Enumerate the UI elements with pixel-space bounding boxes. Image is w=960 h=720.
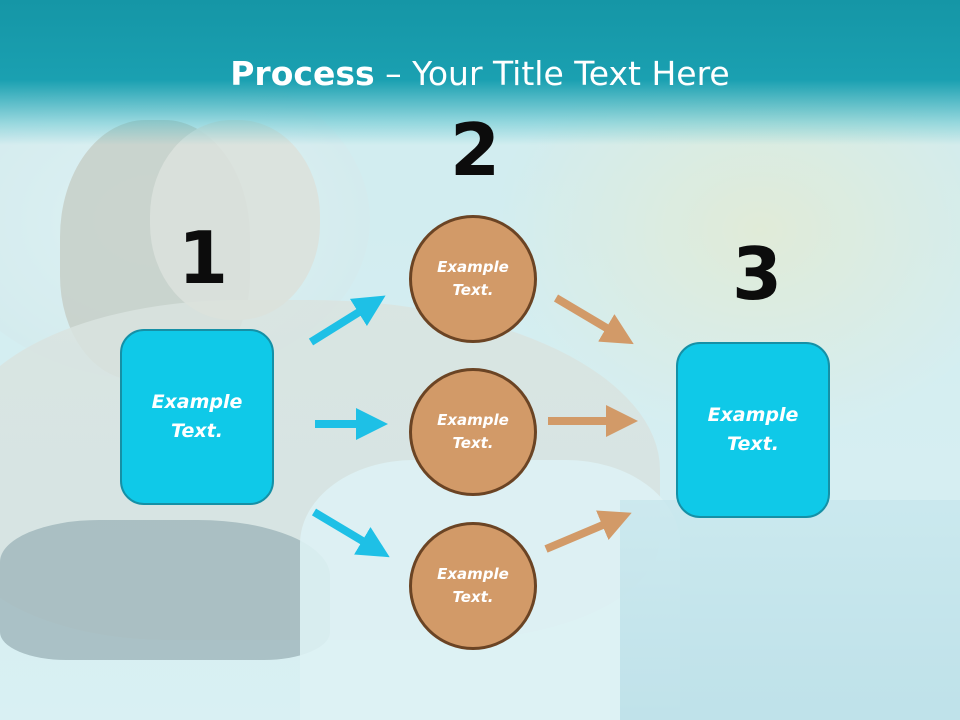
circle-bottom: Example Text. bbox=[409, 522, 537, 650]
circle-bottom-text: Example Text. bbox=[437, 565, 509, 606]
title-rest: – Your Title Text Here bbox=[374, 54, 730, 93]
step-number-3: 3 bbox=[732, 232, 783, 316]
step-1-text: Example Text. bbox=[151, 391, 243, 442]
step-3-box: Example Text. bbox=[676, 342, 830, 518]
title-bold: Process bbox=[230, 54, 375, 93]
step-number-2: 2 bbox=[450, 108, 501, 192]
step-3-text: Example Text. bbox=[707, 404, 799, 455]
header-band bbox=[0, 0, 960, 145]
step-1-box: Example Text. bbox=[120, 329, 274, 505]
arrow-bottom-to-3 bbox=[544, 510, 632, 553]
step-number-1: 1 bbox=[178, 216, 229, 300]
circle-middle: Example Text. bbox=[409, 368, 537, 496]
arrow-1-to-top bbox=[308, 295, 386, 346]
circle-middle-text: Example Text. bbox=[437, 411, 509, 452]
circle-top-text: Example Text. bbox=[437, 258, 509, 299]
circle-top: Example Text. bbox=[409, 215, 537, 343]
arrow-1-to-bottom bbox=[311, 508, 390, 558]
arrow-top-to-3 bbox=[553, 294, 634, 345]
slide-title: Process – Your Title Text Here bbox=[0, 52, 960, 96]
